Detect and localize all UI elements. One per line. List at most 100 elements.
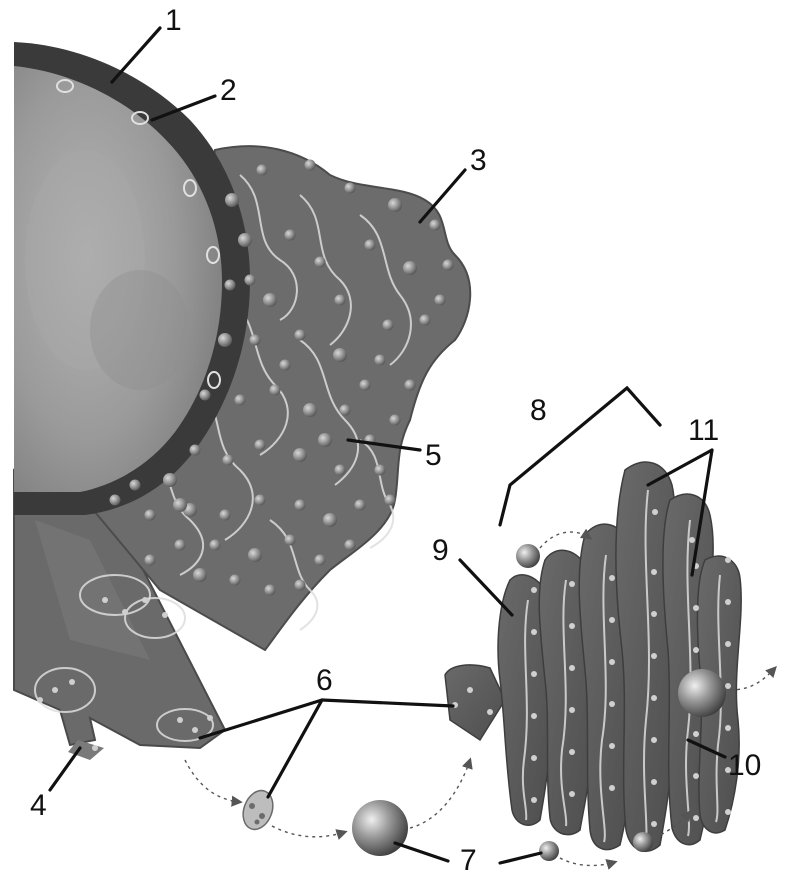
golgi-dot [531,629,537,635]
ribosome [318,433,332,447]
ribosome [405,380,416,391]
ribosome [335,295,346,306]
ribosome [218,333,232,347]
ribosome [37,697,43,703]
label-2: 2 [220,74,237,107]
ribosome [375,465,386,476]
golgi-dot [693,773,699,779]
ribosome [145,555,156,566]
golgi-dot [569,749,575,755]
golgi-dot [531,713,537,719]
ribosome [223,455,234,466]
ribosome [92,745,98,751]
ribosome [265,585,276,596]
ribosome [230,575,241,586]
ribosome [345,540,356,551]
ribosome [110,495,121,506]
ribosome [225,280,236,291]
golgi-dot [651,737,657,743]
golgi-dot [651,569,657,575]
golgi-dot [531,587,537,593]
ribosome [388,198,402,212]
ribosome [443,260,454,271]
golgi-dot [609,701,615,707]
ribosome [390,415,401,426]
ribosome [365,240,376,251]
ribosome [295,330,306,341]
ribosome [280,360,291,371]
ribosome [263,293,277,307]
ribosome [102,597,108,603]
golgi-dot [651,653,657,659]
ribosome [355,500,366,511]
label-1: 1 [165,4,182,37]
label-8: 8 [530,394,547,427]
golgi-dot [693,815,699,821]
ribosome [207,715,213,721]
ribosome [192,727,198,733]
golgi-dot [725,557,731,563]
ribosome [130,480,141,491]
golgi-dot [569,581,575,587]
golgi-dot [651,821,657,827]
label-4: 4 [30,789,47,822]
ribosome [345,183,356,194]
ribosome [285,230,296,241]
label-11: 11 [688,414,719,447]
golgi-dot [725,683,731,689]
ribosome [340,405,351,416]
golgi-dot [609,659,615,665]
golgi-dot [569,665,575,671]
label-3: 3 [470,144,487,177]
ribosome [305,160,316,171]
golgi-dot [609,617,615,623]
ribosome [420,315,431,326]
ribosome [142,597,148,603]
golgi-dot [725,599,731,605]
ribosome [255,440,266,451]
golgi-apparatus [445,462,741,851]
golgi-dot [569,623,575,629]
golgi-dot [531,755,537,761]
ribosome [210,540,221,551]
ribosome [235,395,246,406]
ribosome [175,540,186,551]
golgi-dot [531,671,537,677]
ribosome [122,609,128,615]
ribosome [177,717,183,723]
ribosome [385,495,396,506]
ribosome [360,380,371,391]
ribosome [435,295,446,306]
ribosome [255,495,266,506]
ribosome [52,687,58,693]
ribosome [248,548,262,562]
ribosome [257,165,268,176]
ribosome [323,513,337,527]
ribosome [375,355,386,366]
golgi-dot [569,707,575,713]
ribosome [403,261,417,275]
ribosome [295,500,306,511]
ribosome [315,257,326,268]
ribosome [270,385,281,396]
golgi-dot [693,731,699,737]
label-9: 9 [432,534,449,567]
ribosome [250,335,261,346]
ribosome [220,510,231,521]
golgi-dot [609,743,615,749]
ribosome [200,390,211,401]
golgi-dot [531,797,537,803]
golgi-dot [609,575,615,581]
golgi-dot [487,709,493,715]
ribosome [293,448,307,462]
golgi-dot [651,695,657,701]
ribosome [145,510,156,521]
ribosome [173,498,187,512]
ribosome [285,535,296,546]
label-5: 5 [425,439,442,472]
ribosome [190,445,201,456]
ribosome [295,580,306,591]
golgi-dot [725,809,731,815]
golgi-dot [651,779,657,785]
golgi-dot [569,791,575,797]
